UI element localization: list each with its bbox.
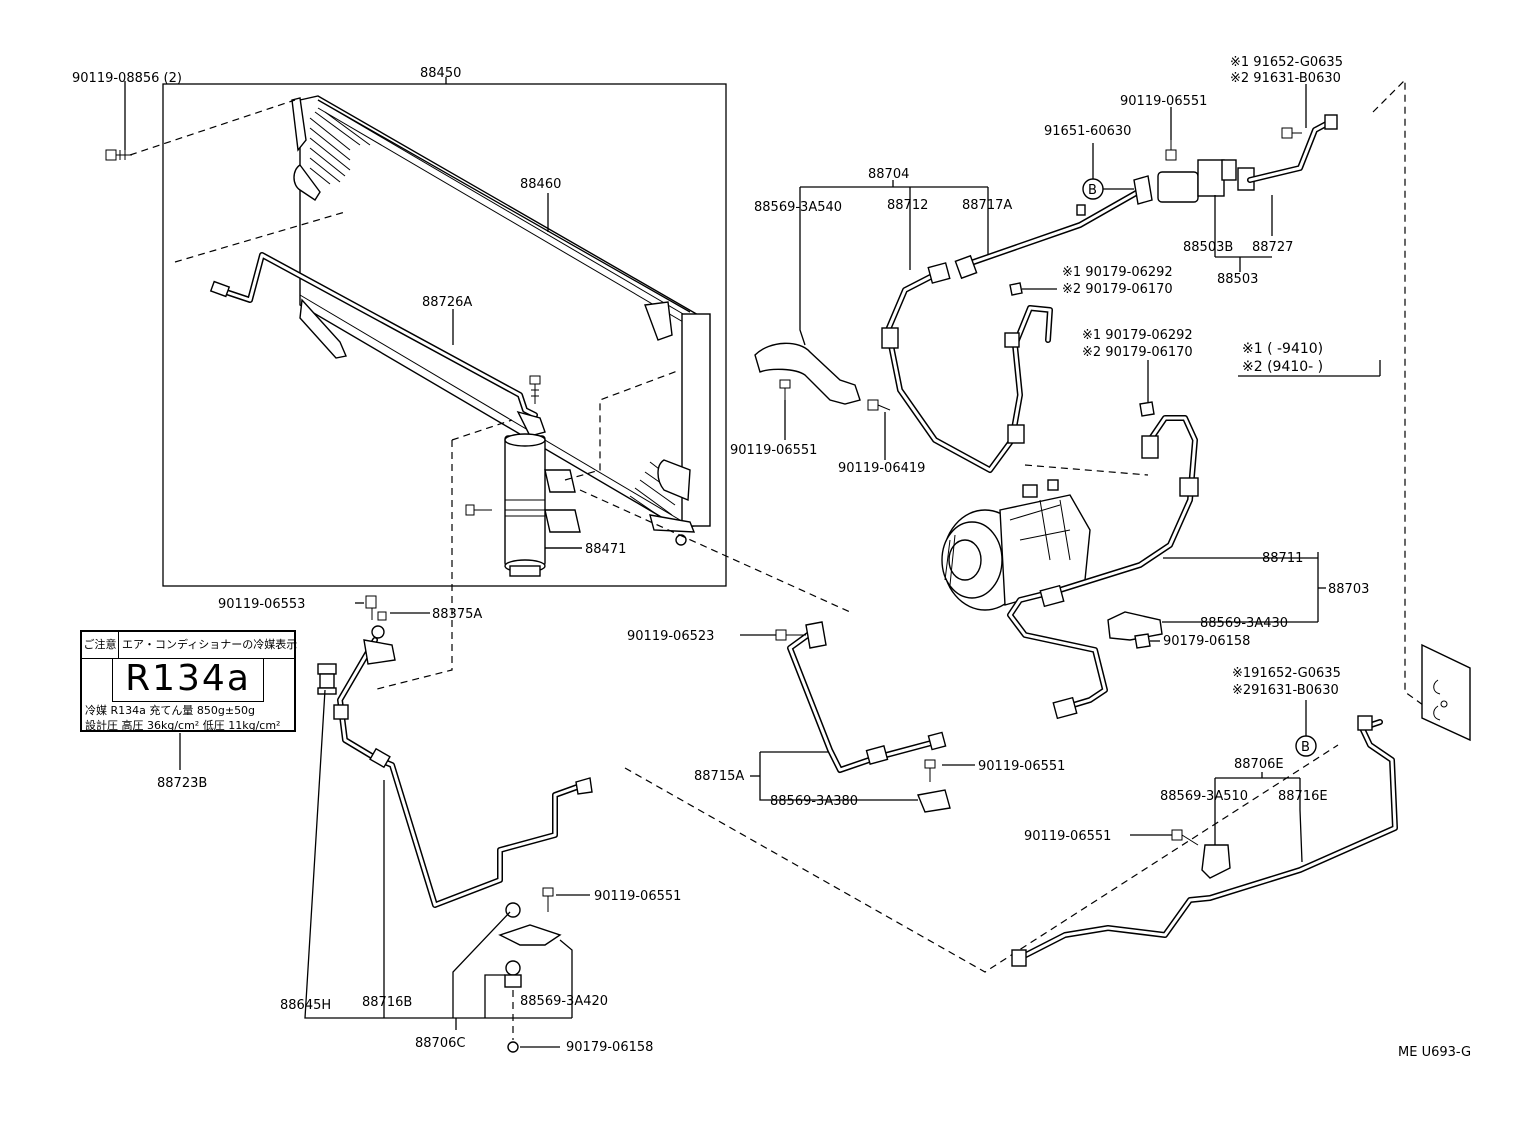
compressor (941, 479, 1091, 611)
suction-hose-group: B (754, 84, 1338, 476)
liquid-tube-group (740, 621, 975, 813)
label-90179-06170-a: ※2 90179-06170 (1062, 282, 1173, 297)
label-88645h: 88645H (280, 998, 331, 1013)
label-90119-06551-mid: 90119-06551 (730, 443, 817, 458)
label-90179-06292-b: ※1 90179-06292 (1082, 328, 1193, 343)
condenser-core (291, 95, 711, 546)
label-88727: 88727 (1252, 240, 1293, 255)
label-88569-3a420: 88569-3A420 (520, 994, 608, 1009)
label-90119-08856: 90119-08856 (2) (72, 71, 182, 86)
label-88706c: 88706C (415, 1036, 465, 1051)
condenser-frame (162, 83, 727, 587)
label-88717a: 88717A (962, 198, 1012, 213)
label-88375a: 88375A (432, 607, 482, 622)
legend-note-1: ※1 ( -9410) (1242, 341, 1323, 357)
card-header: ご注意 エア・コンディショナーの冷媒表示 (82, 632, 298, 659)
label-88715a: 88715A (694, 769, 744, 784)
part-labels: 88450 90119-08856 (2) 88460 88726A 88471… (72, 55, 1471, 1060)
card-refrigerant: R134a (112, 658, 264, 702)
b-marker-bottom: B (1301, 740, 1310, 755)
label-90119-06419: 90119-06419 (838, 461, 925, 476)
label-88569-3a510: 88569-3A510 (1160, 789, 1248, 804)
b-marker-top: B (1088, 183, 1097, 198)
label-90179-06170-b: ※2 90179-06170 (1082, 345, 1193, 360)
label-88706e: 88706E (1234, 757, 1284, 772)
label-90119-06553: 90119-06553 (218, 597, 305, 612)
diagram-code: ME U693-G (1398, 1045, 1471, 1060)
label-90119-06551-d: 90119-06551 (1024, 829, 1111, 844)
label-90179-06158-mid: 90179-06158 (1163, 634, 1250, 649)
label-88450: 88450 (420, 66, 461, 81)
card-charge-line: 冷媒 R134a 充てん量 850g±50g (85, 704, 256, 717)
label-88716e: 88716E (1278, 789, 1328, 804)
label-88704: 88704 (868, 167, 909, 182)
label-88503b: 88503B (1183, 240, 1233, 255)
label-90119-06551-top: 90119-06551 (1120, 94, 1207, 109)
label-88703: 88703 (1328, 582, 1369, 597)
label-91652-g0635-bottom: ※191652-G0635 (1232, 666, 1341, 681)
refrigerant-label-card: ご注意 エア・コンディショナーの冷媒表示 R134a 冷媒 R134a 充てん量… (80, 630, 298, 732)
label-88723b: 88723B (157, 776, 207, 791)
discharge-hose-group (179, 595, 593, 1053)
label-91652-g0635-top: ※1 91652-G0635 (1230, 55, 1343, 70)
label-88711: 88711 (1262, 551, 1303, 566)
card-pressure-line: 設計圧 高圧 36kg/cm² 低圧 11kg/cm² (85, 719, 281, 732)
label-88712: 88712 (887, 198, 928, 213)
label-90179-06292-a: ※1 90179-06292 (1062, 265, 1173, 280)
label-90119-06551-e: 90119-06551 (594, 889, 681, 904)
label-91651-60630: 91651-60630 (1044, 124, 1131, 139)
card-caution: ご注意 (82, 632, 119, 658)
label-88716b: 88716B (362, 995, 412, 1010)
label-90179-06158-bottom: 90179-06158 (566, 1040, 653, 1055)
label-88726a: 88726A (422, 295, 472, 310)
label-88569-3a430: 88569-3A430 (1200, 616, 1288, 631)
hose-88711 (1007, 415, 1326, 720)
label-88471: 88471 (585, 542, 626, 557)
label-91631-b0630-top: ※2 91631-B0630 (1230, 71, 1341, 86)
label-88503: 88503 (1217, 272, 1258, 287)
receiver-dryer (465, 433, 582, 577)
condenser-group (105, 77, 851, 691)
label-88569-3a540: 88569-3A540 (754, 200, 842, 215)
hose-88716e: B (1011, 643, 1471, 967)
label-88460: 88460 (520, 177, 561, 192)
label-90119-06551-c: 90119-06551 (978, 759, 1065, 774)
label-90119-06523: 90119-06523 (627, 629, 714, 644)
legend-note-2: ※2 (9410- ) (1242, 359, 1323, 375)
label-91631-b0630-bottom: ※291631-B0630 (1232, 683, 1339, 698)
card-warning: エア・コンディショナーの冷媒表示 (122, 638, 298, 651)
label-88569-3a380: 88569-3A380 (770, 794, 858, 809)
